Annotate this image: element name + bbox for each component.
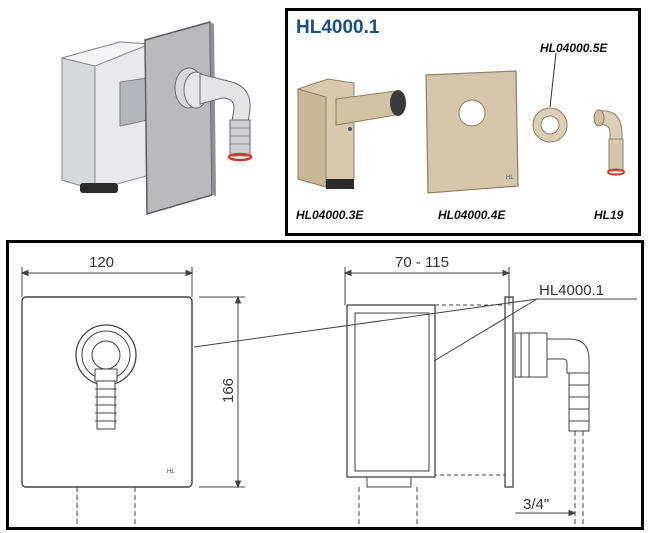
part-label-elbow: HL19	[594, 208, 624, 222]
front-height-dimension	[199, 295, 245, 489]
front-width-dimension	[20, 267, 194, 297]
thread-size-label: 3/4"	[523, 496, 549, 513]
elbow-connector	[174, 67, 253, 162]
front-height-label: 166	[220, 378, 237, 403]
side-view-housing	[346, 296, 514, 488]
kit-title: HL4000.1	[296, 17, 380, 38]
technical-drawing: HL	[20, 254, 637, 527]
side-depth-label: 70 - 115	[395, 254, 449, 271]
part-elbow-image	[593, 109, 625, 176]
part-label-cover-plate: HL04000.4E	[438, 208, 506, 222]
front-width-label: 120	[89, 254, 114, 271]
part-label-housing: HL04000.3E	[296, 208, 364, 222]
part-housing-image	[297, 78, 406, 189]
siphon-housing	[60, 41, 151, 193]
part-cover-plate-image: HL	[425, 70, 519, 194]
side-view-elbow	[514, 332, 590, 527]
parts-illustration: HL	[297, 52, 625, 194]
technical-drawing-panel: HL	[6, 240, 644, 530]
part-label-nut: HL04000.5E	[540, 41, 608, 55]
front-view-plate	[21, 296, 193, 488]
svg-text:HL: HL	[506, 175, 514, 181]
side-depth-dimension	[343, 267, 511, 305]
cover-plate	[144, 21, 216, 215]
assembled-product-render	[60, 21, 253, 215]
part-nut-image	[532, 52, 568, 143]
parts-kit-panel: HL4000.1 HL HL04000	[285, 8, 641, 236]
callout-label: HL4000.1	[539, 282, 604, 299]
front-view-connector	[75, 324, 137, 430]
thread-dimension	[515, 509, 577, 517]
svg-text:HL: HL	[167, 469, 175, 475]
callout-leaders	[193, 298, 637, 362]
